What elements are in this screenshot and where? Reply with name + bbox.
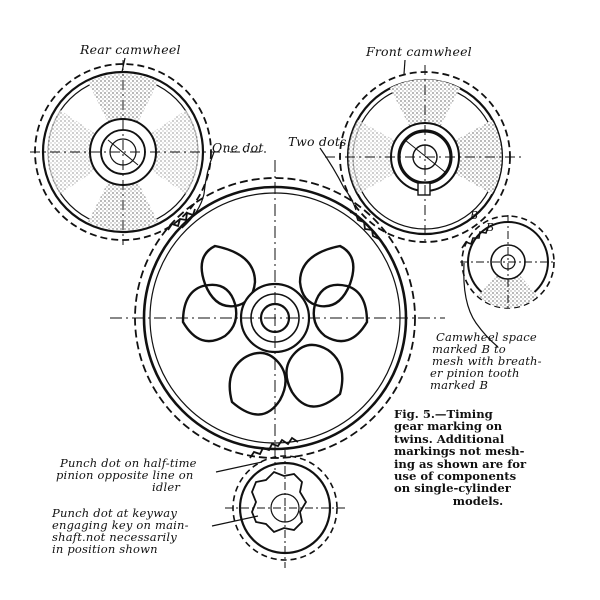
figure-caption: Fig. 5.—Timing gear marking on twins. Ad…: [394, 407, 562, 508]
camwheel-space-line-4: er pinion tooth: [430, 366, 520, 380]
caption-line-6: use of components: [394, 469, 517, 484]
rear-camwheel: [30, 60, 270, 245]
caption-line-8: models.: [452, 493, 504, 508]
camwheel-space-line-3: mesh with breath-: [432, 354, 542, 368]
caption-line-5: ing as shown are for: [394, 456, 527, 471]
front-camwheel-label: Front camwheel: [366, 44, 472, 59]
caption-line-3: twins. Additional: [394, 431, 505, 446]
front-camwheel: [325, 65, 525, 245]
rear-camwheel-label: Rear camwheel: [80, 42, 181, 57]
keyway-note-line-4: in position shown: [52, 542, 158, 556]
camwheel-space-line-2: marked B to: [432, 342, 506, 356]
half-time-pinion: [225, 436, 345, 568]
keyway-note-line-3: shaft.not necessarily: [52, 530, 177, 544]
mark-b-gear: B: [470, 209, 479, 222]
half-time-note-line-2: pinion opposite line on: [56, 468, 194, 482]
caption-line-2: gear marking on: [394, 419, 503, 434]
idler-wheel: [110, 160, 445, 470]
leader-lines: [121, 57, 499, 527]
caption-line-7: on single-cylinder: [394, 481, 511, 496]
camwheel-space-line-5: marked B: [430, 378, 489, 392]
caption-line-1: Fig. 5.—Timing: [394, 407, 493, 421]
one-dot-label: One dot: [212, 140, 264, 155]
mark-b-pinion: B: [486, 221, 495, 234]
half-time-note-line-1: Punch dot on half-time: [60, 456, 197, 470]
caption-line-4: markings not mesh-: [394, 444, 525, 459]
breather-pinion: [460, 215, 556, 310]
keyway-note-line-2: engaging key on main-: [52, 518, 189, 532]
two-dots-label: Two dots.: [288, 134, 351, 149]
half-time-note-line-3: idler: [152, 480, 181, 494]
camwheel-space-line-1: Camwheel space: [436, 330, 537, 344]
mesh-teeth: [167, 208, 380, 240]
keyway-note-line-1: Punch dot at keyway: [52, 506, 178, 520]
